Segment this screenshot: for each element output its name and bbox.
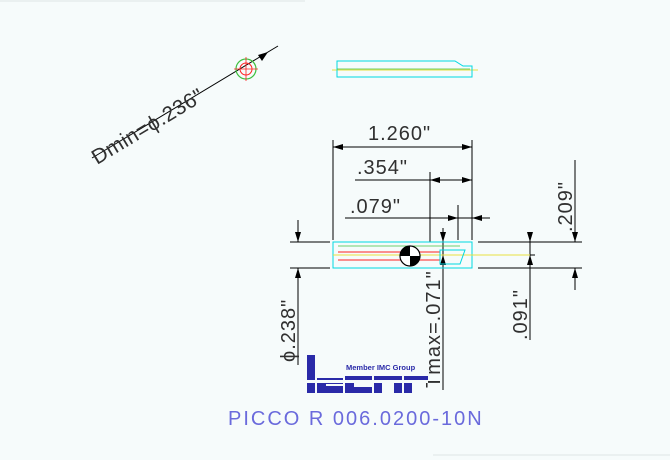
arrowheads xyxy=(295,144,578,278)
arrow-091-top xyxy=(527,232,533,242)
dim-238-label: ϕ.238" xyxy=(278,299,300,362)
arrow-1260-left xyxy=(333,144,343,150)
dim-354-label: .354" xyxy=(357,157,408,179)
arrow-209-bottom xyxy=(572,268,578,278)
dim-209-label: .209" xyxy=(555,181,577,232)
arrow-209-top xyxy=(572,232,578,242)
centerline-q3 xyxy=(410,256,420,266)
dimension-lines xyxy=(290,140,582,390)
dim-tmax-label: Tmax=.071" xyxy=(423,270,445,388)
logo-stroke-c xyxy=(345,376,372,393)
centerline-q1 xyxy=(400,246,410,256)
tool-top-view xyxy=(332,60,478,78)
arrow-tmax-bottom xyxy=(440,255,446,265)
arrow-354-left xyxy=(430,177,440,183)
arrow-238-top xyxy=(295,232,301,242)
arrow-tmax-top xyxy=(440,232,446,242)
logo-tagline: Member IMC Group xyxy=(346,363,416,372)
dmin-annotation: Dmin=ϕ.236" xyxy=(88,45,279,169)
part-number-label: PICCO R 006.0200-10N xyxy=(228,408,484,430)
logo-stroke-a xyxy=(374,376,402,393)
logo-mark xyxy=(307,355,428,393)
logo-gap-band xyxy=(307,380,428,383)
arrow-354-right xyxy=(462,177,472,183)
dimension-labels: 1.260" .354" .079" .209" ϕ.238" Tmax=.07… xyxy=(278,123,577,388)
dmin-label: Dmin=ϕ.236" xyxy=(88,84,209,169)
top-view-outline xyxy=(336,60,473,78)
arrow-1260-right xyxy=(462,144,472,150)
logo-stroke-i xyxy=(307,355,315,393)
front-view-tip xyxy=(439,249,466,265)
arrow-079-right xyxy=(472,215,482,221)
dmin-arrow xyxy=(258,52,268,61)
dmin-leader-line xyxy=(91,45,279,159)
dim-091-label: .091" xyxy=(510,289,532,340)
tool-front-view xyxy=(332,241,530,269)
iscar-logo: Member IMC Group xyxy=(307,355,428,393)
arrow-238-bottom xyxy=(295,268,301,278)
arrow-091-bottom xyxy=(527,255,533,265)
arrow-079-left xyxy=(448,215,458,221)
dim-1260-label: 1.260" xyxy=(368,123,431,145)
dim-079-label: .079" xyxy=(350,196,401,218)
